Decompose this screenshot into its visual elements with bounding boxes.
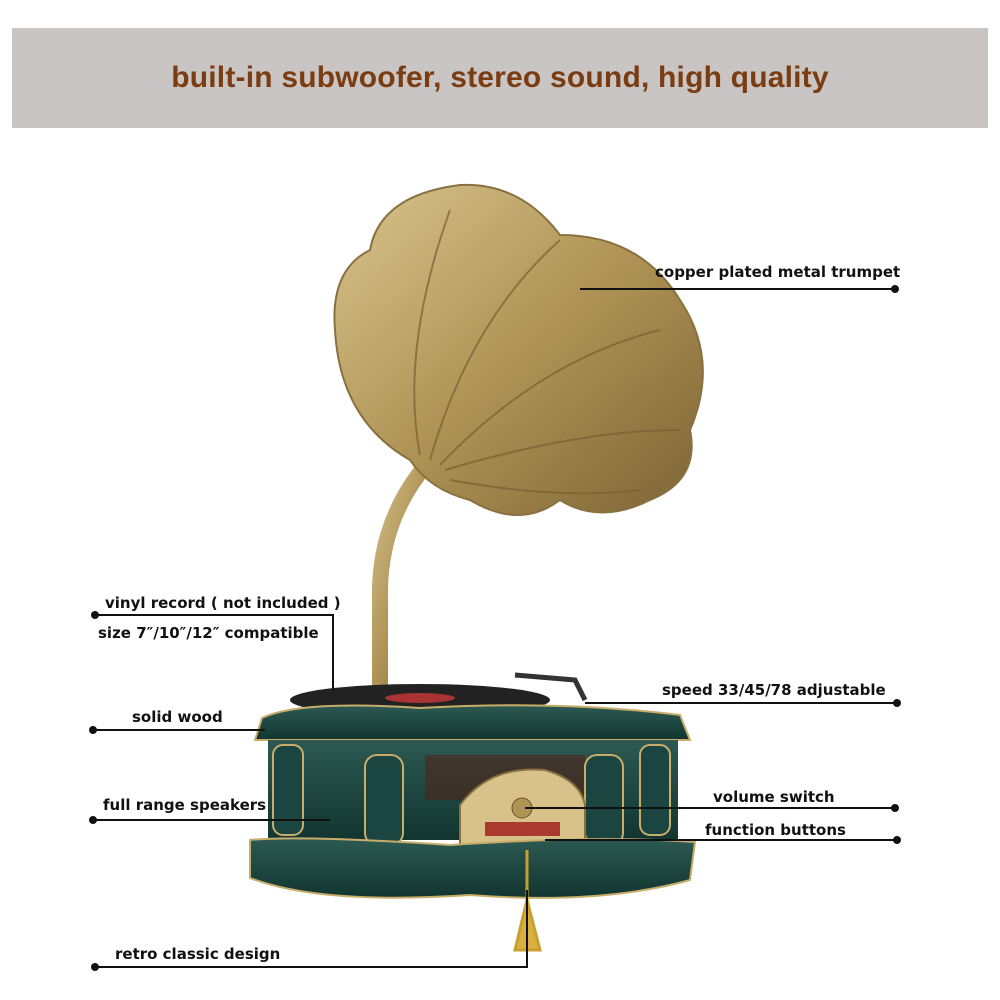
label-function: function buttons — [705, 821, 846, 839]
label-volume: volume switch — [713, 788, 835, 806]
horn-bell — [333, 183, 704, 516]
header-banner: built-in subwoofer, stereo sound, high q… — [12, 28, 988, 128]
function-panel — [485, 822, 560, 836]
label-size: size 7″/10″/12″ compatible — [98, 624, 319, 642]
horn-tube — [371, 460, 432, 690]
leader-lines — [89, 285, 901, 971]
label-speakers: full range speakers — [103, 796, 267, 814]
label-wood: solid wood — [132, 708, 223, 726]
label-trumpet: copper plated metal trumpet — [655, 263, 901, 281]
label-design: retro classic design — [115, 945, 281, 963]
label-speed: speed 33/45/78 adjustable — [662, 681, 886, 699]
label-vinyl: vinyl record ( not included ) — [105, 594, 341, 612]
header-title: built-in subwoofer, stereo sound, high q… — [171, 61, 829, 94]
tonearm — [514, 672, 588, 702]
